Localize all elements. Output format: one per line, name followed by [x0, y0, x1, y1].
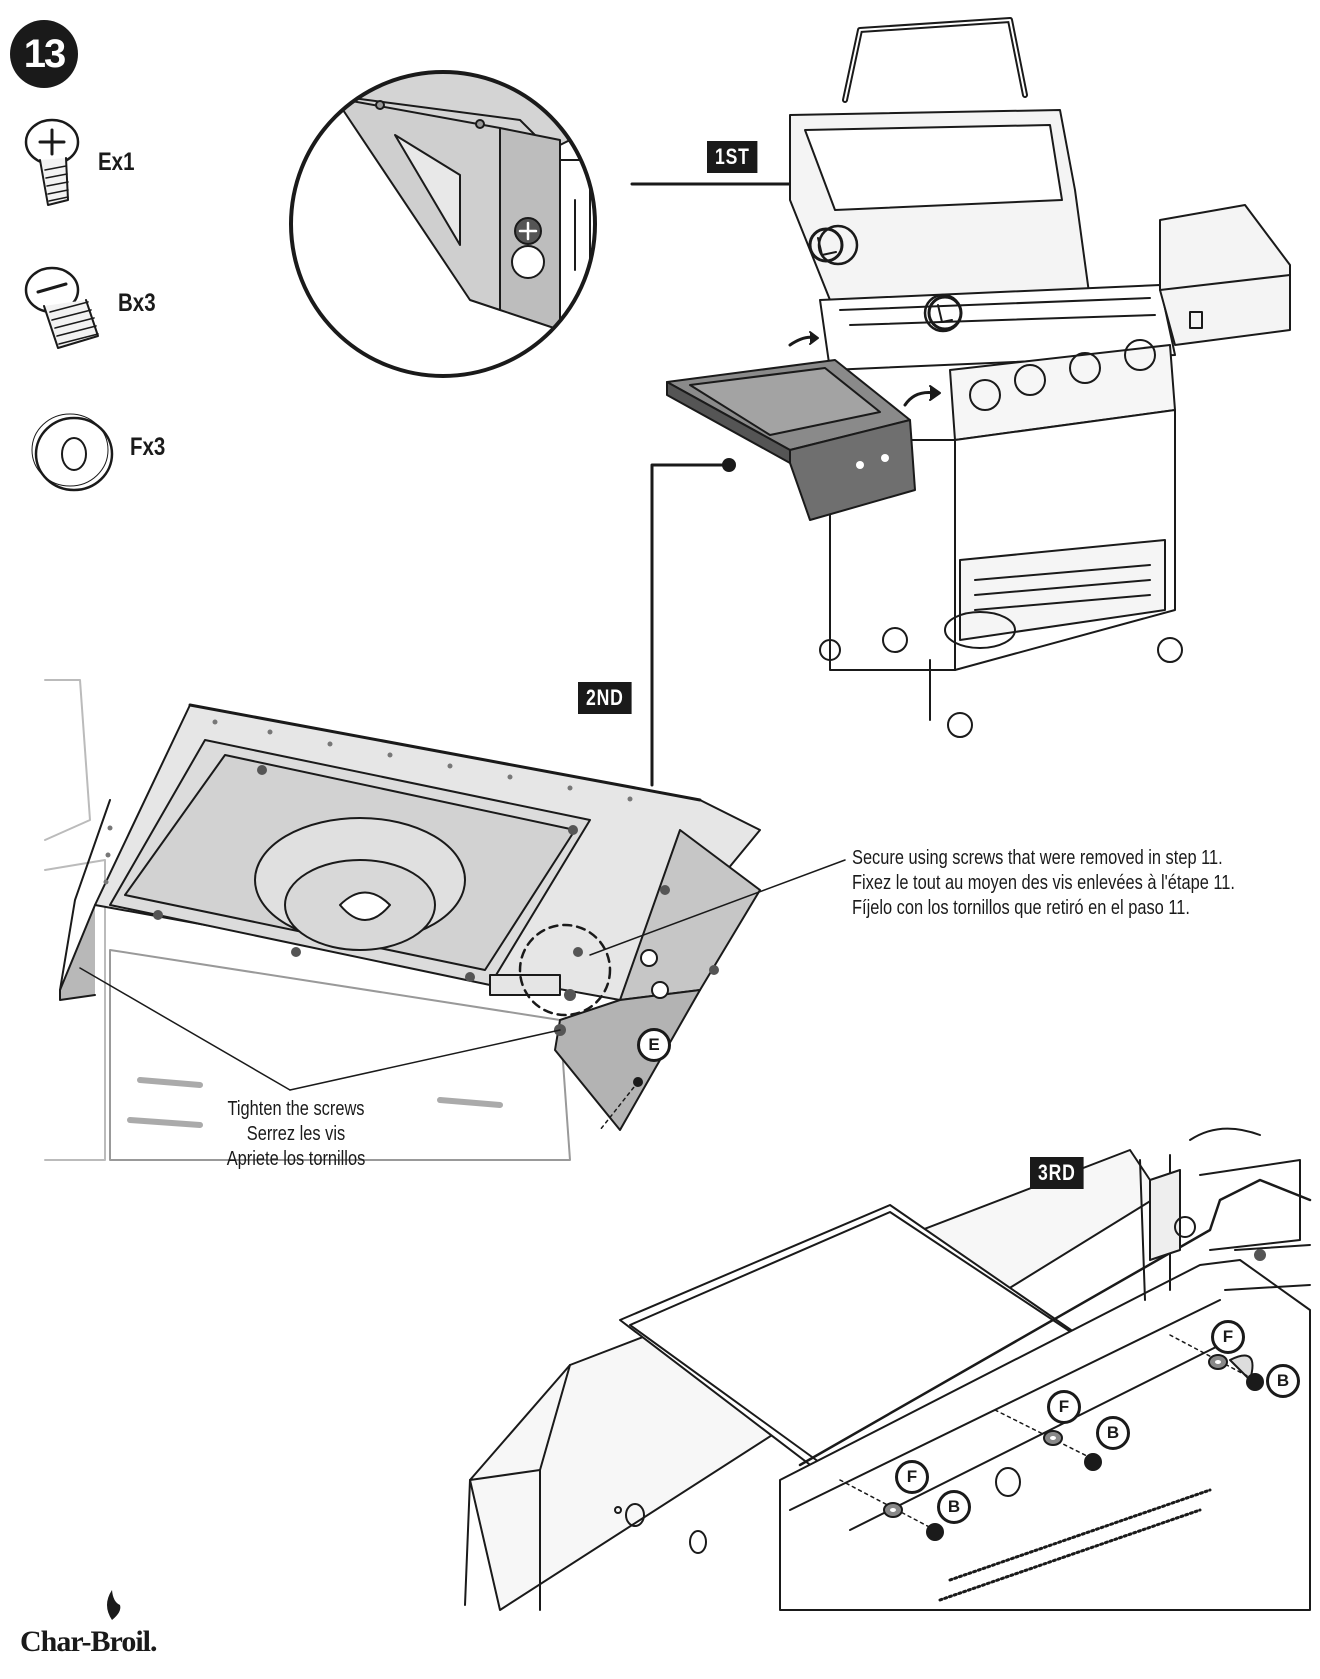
- part-label-f: Fx3: [130, 433, 166, 461]
- secure-instruction: Secure using screws that were removed in…: [852, 846, 1235, 921]
- tighten-instruction: Tighten the screws Serrez les vis Apriet…: [214, 1097, 378, 1172]
- tighten-instruction-fr: Serrez les vis: [246, 1123, 346, 1145]
- short-screw-icon: [24, 266, 99, 349]
- part-label-b: Bx3: [118, 289, 156, 317]
- step-number-badge: 13: [10, 20, 78, 88]
- callout-b-3: B: [1266, 1364, 1300, 1398]
- sequence-tag-first: 1ST: [707, 141, 758, 173]
- callout-b-1: B: [937, 1490, 971, 1524]
- callout-b-2: B: [1096, 1416, 1130, 1450]
- tighten-instruction-es: Apriete los tornillos: [226, 1148, 366, 1170]
- sequence-tag-third: 3RD: [1030, 1157, 1084, 1189]
- leader-line-2nd: [650, 463, 730, 787]
- side-shelf-detail-2nd: [44, 679, 846, 1161]
- washer-icon: [31, 413, 114, 492]
- sequence-tag-second: 2ND: [578, 682, 632, 714]
- callout-f-3: F: [1211, 1320, 1245, 1354]
- tighten-instruction-en: Tighten the screws: [227, 1098, 365, 1120]
- secure-instruction-fr: Fixez le tout au moyen des vis enlevées …: [852, 872, 1235, 894]
- part-label-e: Ex1: [98, 148, 135, 176]
- callout-f-2: F: [1047, 1390, 1081, 1424]
- secure-instruction-en: Secure using screws that were removed in…: [852, 847, 1223, 869]
- secure-instruction-es: Fíjelo con los tornillos que retiró en e…: [852, 897, 1190, 919]
- brand-logo: Char-Broil.: [20, 1625, 157, 1658]
- long-screw-icon: [24, 118, 80, 206]
- grill-illustration: [666, 17, 1291, 738]
- callout-e: E: [637, 1028, 671, 1062]
- callout-f-1: F: [895, 1460, 929, 1494]
- magnified-detail-1st: [289, 70, 828, 378]
- side-shelf-detail-3rd: [464, 1127, 1312, 1611]
- flame-icon: [107, 1590, 121, 1620]
